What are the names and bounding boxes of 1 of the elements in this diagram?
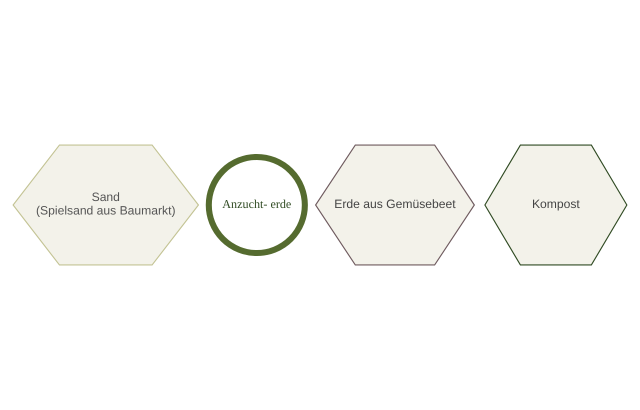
node-circle: Anzucht- erde [206,154,308,256]
